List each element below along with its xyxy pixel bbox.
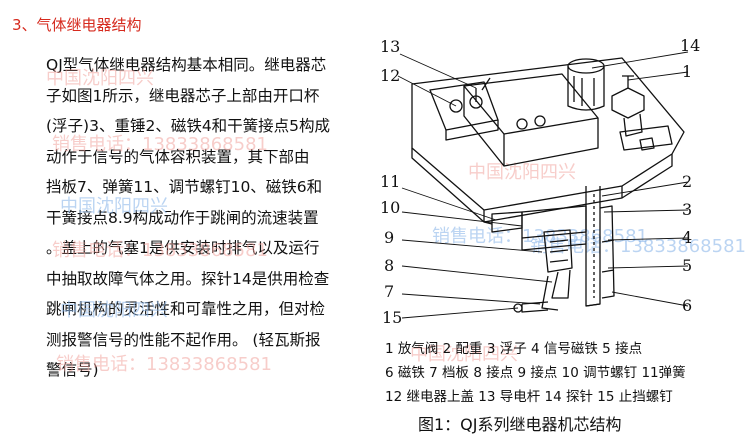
paragraph-line: QJ型气体继电器结构基本相同。继电器芯 (46, 56, 327, 74)
callout-label: 12 (380, 66, 401, 85)
paragraph-line: 子如图1所示，继电器芯子上部由开口杯 (46, 86, 320, 105)
paragraph-line: 。盖上的气塞1是供安装时排气以及运行 (46, 239, 320, 257)
callout-label: 1 (682, 62, 693, 81)
watermark-text: 中国沈阳四兴 (60, 300, 168, 321)
watermark-text: 中国沈阳四兴 (468, 162, 576, 183)
section-heading: 3、气体继电器结构 (12, 16, 142, 34)
watermark-text: 销售电话：13833868581 (52, 134, 268, 155)
callout-label: 5 (682, 256, 693, 275)
callout-label: 9 (384, 228, 395, 247)
paragraph-line: 动作于信号的气体容积装置，其下部由 (46, 147, 310, 166)
callout-label: 13 (380, 37, 401, 56)
callout-label: 7 (384, 282, 395, 301)
callout-label: 8 (384, 256, 395, 275)
description-paragraph: QJ型气体继电器结构基本相同。继电器芯 子如图1所示，继电器芯子上部由开口杯 (… (46, 50, 358, 386)
callout-label: 4 (682, 228, 693, 247)
watermark-text: 中国沈阳四兴 (410, 344, 518, 365)
callout-label: 3 (682, 200, 693, 219)
callout-label: 11 (380, 172, 401, 191)
callout-label: 6 (682, 296, 693, 315)
callout-label: 15 (382, 308, 403, 327)
watermark-text: 销售电话：13833868581 (52, 240, 268, 261)
paragraph-line: 干簧接点8.9构成动作于跳闸的流速装置 (46, 208, 319, 227)
callout-label: 2 (682, 172, 693, 191)
relay-core-drawing (397, 51, 689, 319)
figure-legend-line: 6 磁铁 7 档板 8 接点 9 接点 10 调节螺钉 11弹簧 (385, 365, 686, 381)
callout-label: 14 (680, 36, 701, 55)
figure-legend-line: 12 继电器上盖 13 导电杆 14 探针 15 止挡螺钉 (385, 389, 673, 405)
paragraph-line: 测报警信号的性能不起作用。 (轻瓦斯报 (46, 330, 321, 349)
watermark-text: 销售电话：13833868581 (56, 354, 272, 375)
callout-label: 10 (380, 198, 401, 217)
watermark-text: 中国沈阳四兴 (60, 196, 168, 217)
paragraph-line: 警信号) (46, 361, 99, 379)
watermark-text: 销售电话：13833868581 (530, 236, 746, 257)
paragraph-line: 跳闸机构的灵活性和可靠性之用，但对检 (46, 300, 326, 318)
paragraph-line: (浮子)3、重锤2、磁铁4和干簧接点5构成 (46, 117, 331, 135)
figure-legend-line: 1 放气阀 2 配重 3 浮子 4 信号磁铁 5 接点 (385, 341, 643, 357)
figure-caption: 图1：QJ系列继电器机芯结构 (418, 415, 622, 434)
watermark-text: 中国沈阳四兴 (46, 68, 154, 89)
paragraph-line: 中抽取故障气体之用。探针14是供用检查 (46, 269, 330, 288)
paragraph-line: 挡板7、弹簧11、调节螺钉10、磁铁6和 (46, 178, 323, 196)
